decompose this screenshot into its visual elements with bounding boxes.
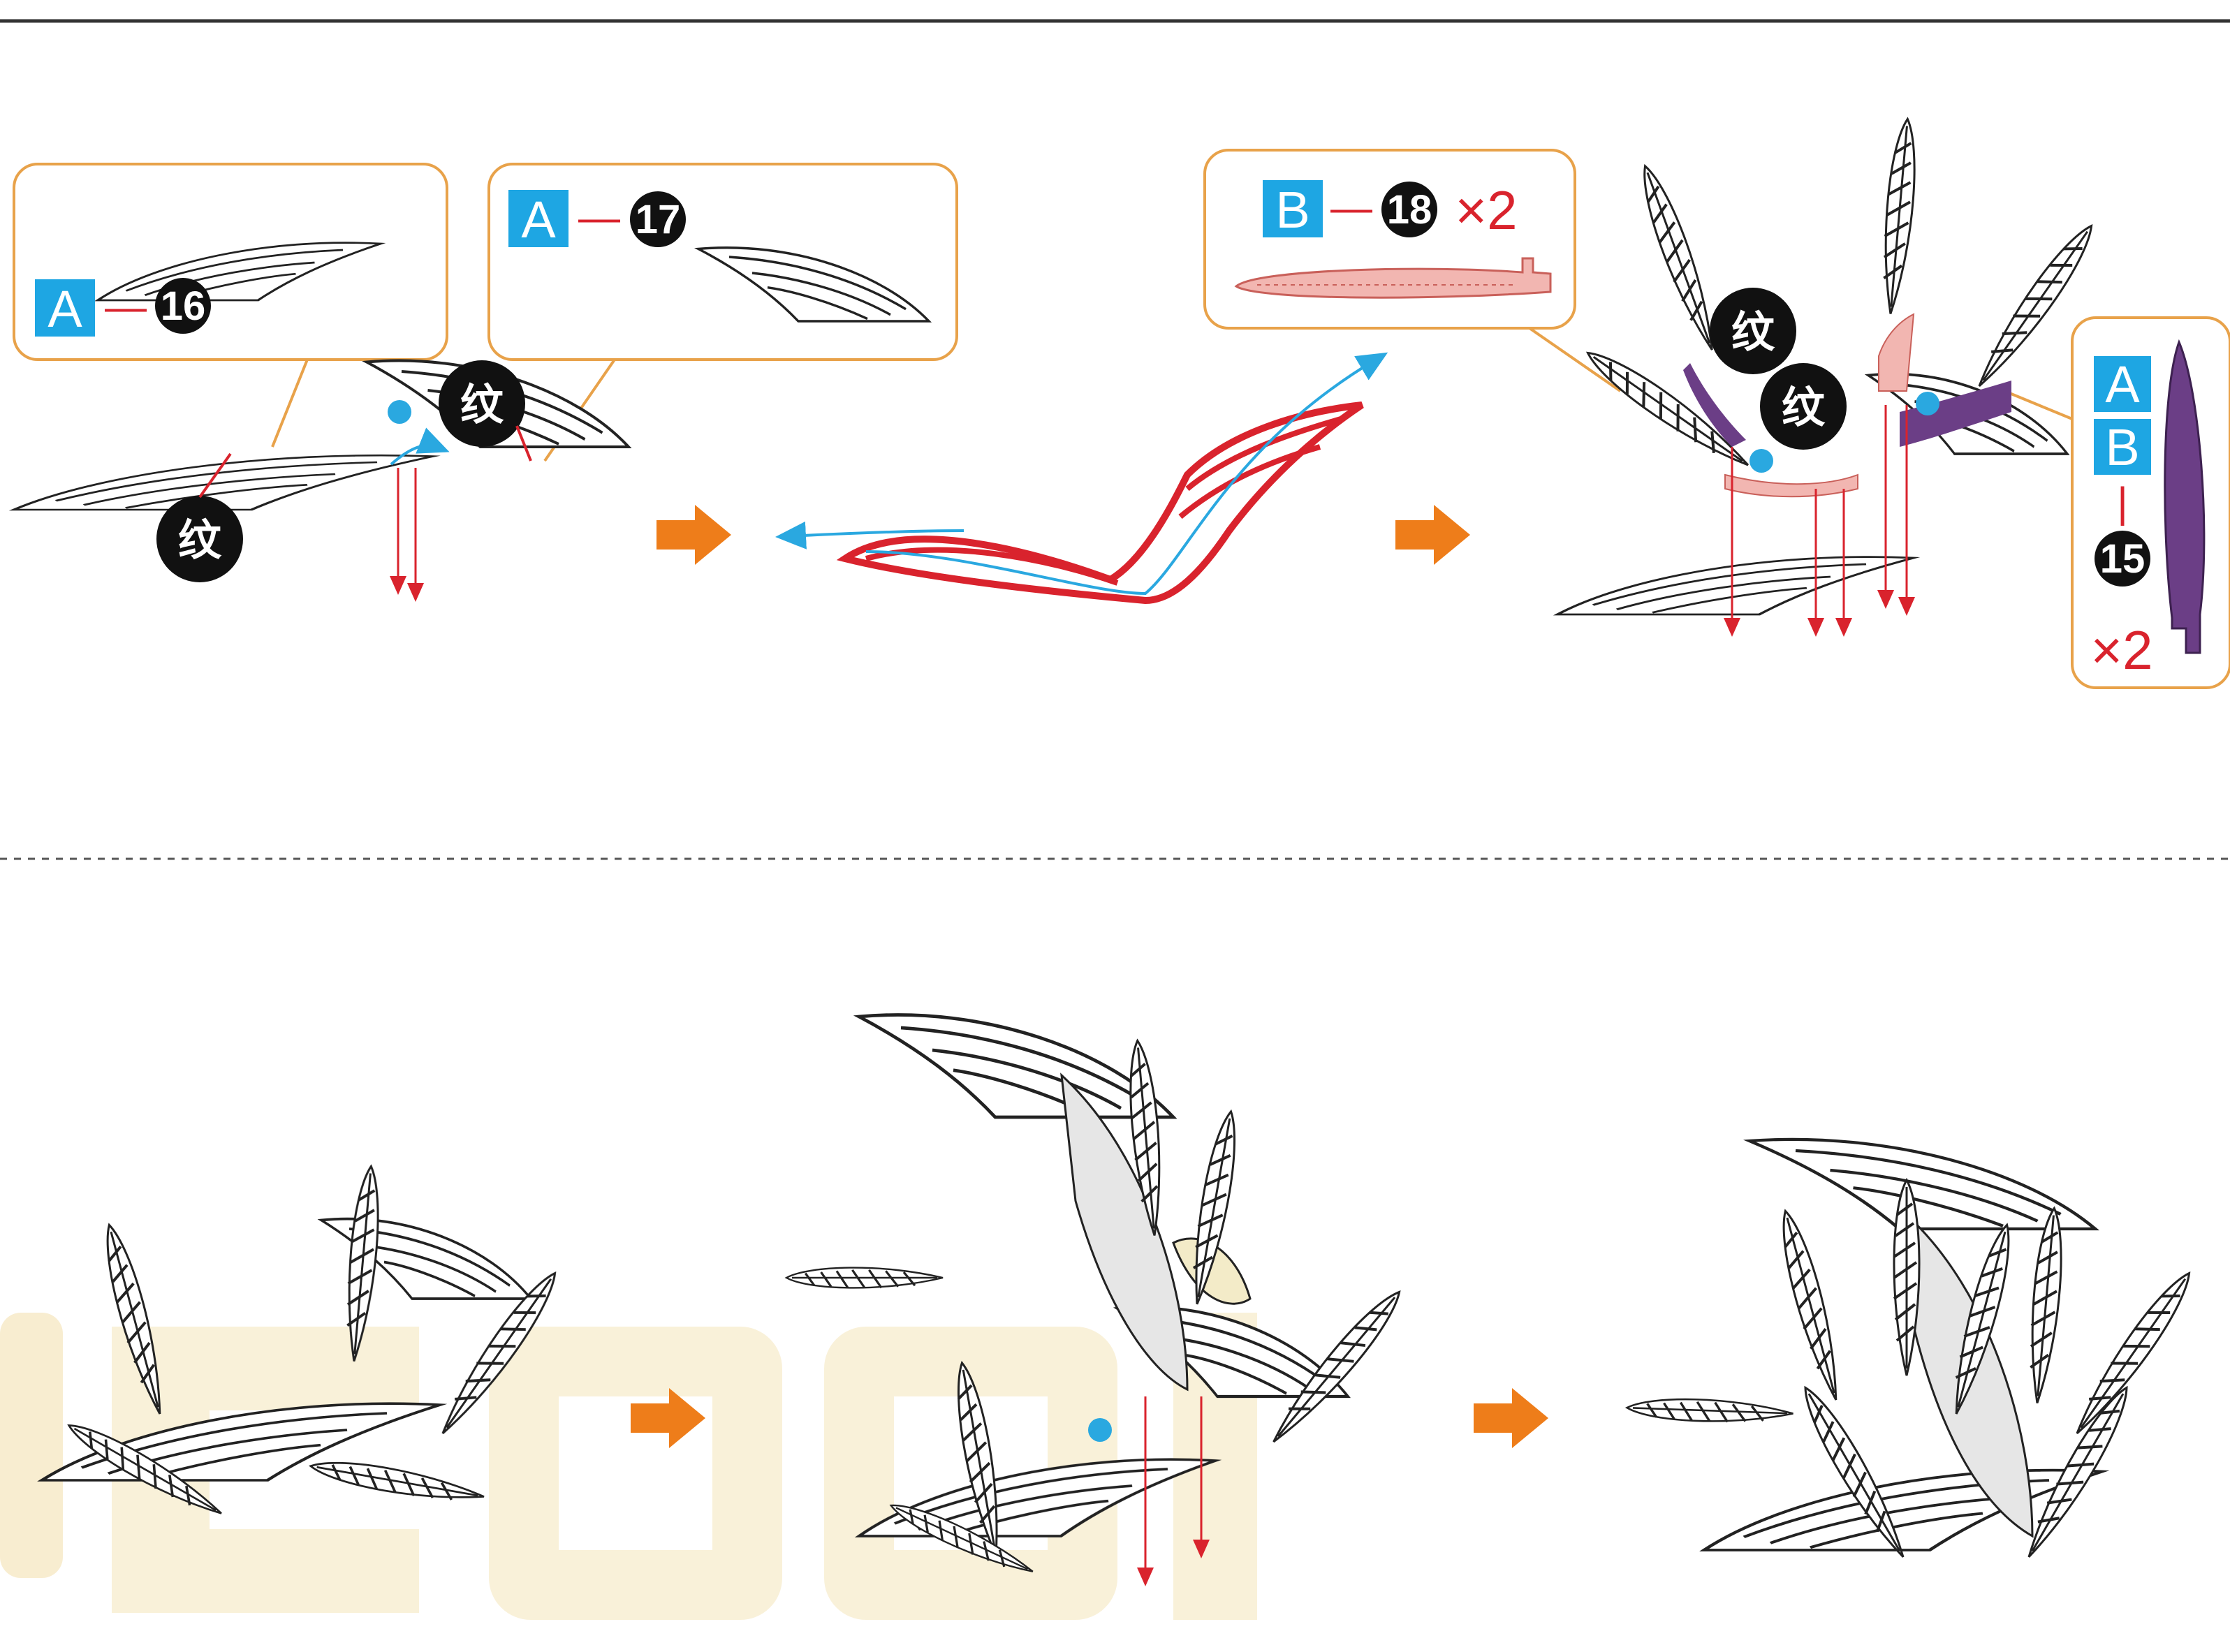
part-number: 17 [636, 197, 681, 242]
part-dash: | [2117, 479, 2128, 526]
part-number: 18 [1387, 187, 1432, 233]
step-1-wing-assembly: A — 16 A — 17 纹 纹 [14, 164, 957, 593]
callout-part-18 [1205, 150, 1575, 328]
part-letter: A [521, 191, 556, 249]
part-letter: B [2105, 418, 2139, 476]
blue-dot-icon [1916, 392, 1939, 415]
step-2-bend-wing [789, 360, 1376, 600]
part-letter: B [1275, 181, 1310, 239]
base-wing-outline [1557, 557, 1914, 614]
texture-label: 纹 [1782, 382, 1826, 433]
part-dash: — [105, 283, 147, 330]
texture-label: 纹 [1731, 307, 1775, 357]
part-dash: — [1330, 184, 1372, 231]
blue-dot-icon [1749, 449, 1773, 473]
texture-label: 纹 [460, 379, 504, 430]
texture-label: 纹 [178, 515, 222, 566]
right-arrow-icon [1395, 505, 1470, 565]
part-quantity: ×2 [1455, 179, 1518, 241]
part-dash: — [578, 194, 620, 241]
part-number: 15 [2100, 536, 2145, 582]
part-quantity: ×2 [2091, 619, 2153, 681]
step-6-completed-model [1627, 1140, 2199, 1563]
part-number: 16 [161, 283, 206, 329]
part-letter: A [47, 280, 82, 338]
part-letter: A [2105, 355, 2140, 413]
right-arrow-icon [656, 505, 731, 565]
right-arrow-icon [1474, 1388, 1548, 1448]
blue-dot-icon [1088, 1418, 1112, 1442]
blue-dot-icon [388, 400, 411, 424]
